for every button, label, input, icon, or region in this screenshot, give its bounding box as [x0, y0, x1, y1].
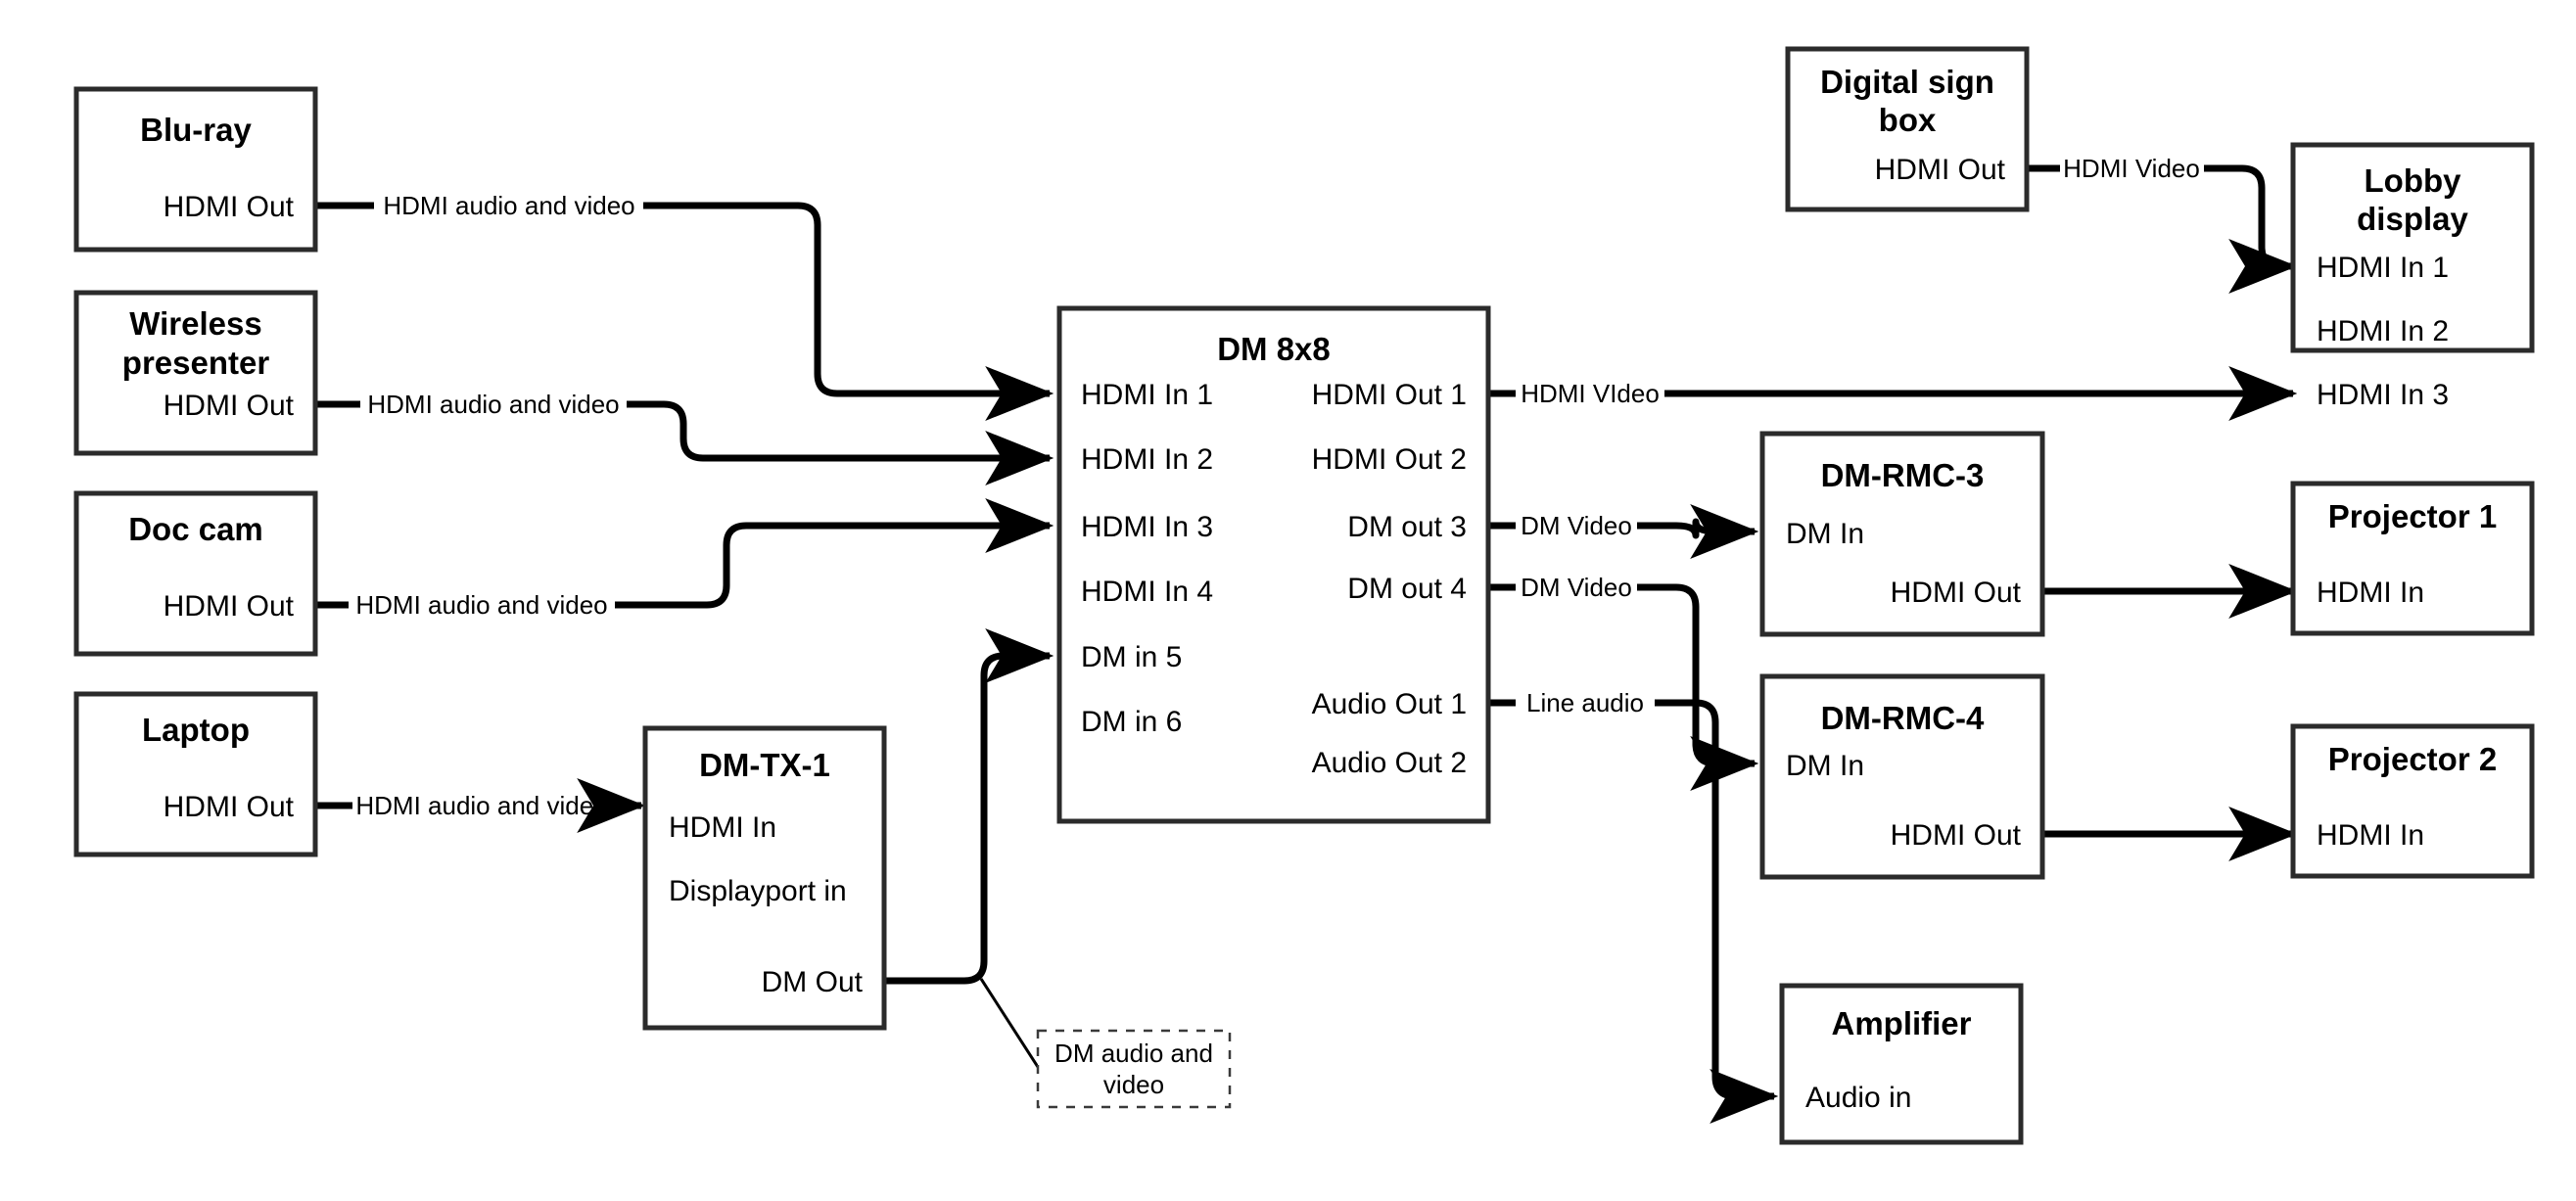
node-doc-cam-port-hdmi-out: HDMI Out [164, 590, 295, 623]
wire-doccam-to-hdmi-in-3 [315, 526, 1050, 609]
node-dm-8x8-input-hdmi-in-3: HDMI In 3 [1081, 511, 1213, 543]
edge-label-audioout1-to-amplifier: Line audio [1526, 688, 1644, 717]
node-laptop[interactable]: Laptop HDMI Out [73, 691, 318, 857]
note-dm-audio-and-video: DM audio and video [1036, 1029, 1232, 1109]
node-projector-2-port-hdmi-in: HDMI In [2317, 819, 2424, 852]
node-amplifier-title: Amplifier [1831, 1005, 1971, 1041]
node-dm-rmc-4-title: DM-RMC-4 [1821, 700, 1985, 736]
node-projector-1-port-hdmi-in: HDMI In [2317, 577, 2424, 609]
node-doc-cam-title: Doc cam [128, 511, 263, 547]
node-wireless-presenter-port-hdmi-out: HDMI Out [164, 390, 295, 422]
node-doc-cam-box [73, 490, 318, 657]
node-dm-tx-1-port-dm-out: DM Out [762, 966, 864, 998]
node-projector-2-box [2290, 723, 2535, 879]
wire-wireless-to-hdmi-in-2 [315, 404, 1050, 458]
node-projector-1-title: Projector 1 [2328, 498, 2497, 534]
node-dm-8x8-title: DM 8x8 [1217, 331, 1331, 367]
node-projector-1[interactable]: Projector 1 HDMI In [2290, 481, 2535, 636]
leader-dm-callout [979, 978, 1040, 1068]
node-lobby-display-port-hdmi-in-1: HDMI In 1 [2317, 252, 2449, 284]
node-amplifier[interactable]: Amplifier Audio in [1779, 983, 2024, 1145]
node-dm-8x8-output-hdmi-out-1: HDMI Out 1 [1312, 379, 1467, 411]
node-lobby-display-box [2290, 142, 2535, 353]
edge-label-hdmiout1-to-lobby: HDMI VIdeo [1521, 379, 1660, 408]
edge-label-wireless-to-hdmi-in-2: HDMI audio and video [367, 390, 619, 419]
node-dm-tx-1-box [642, 725, 887, 1031]
node-dm-8x8-output-audio-out-1: Audio Out 1 [1312, 688, 1467, 720]
node-dm-8x8[interactable]: DM 8x8 HDMI In 1 HDMI In 2 HDMI In 3 HDM… [1056, 305, 1491, 824]
node-dm-8x8-input-hdmi-in-1: HDMI In 1 [1081, 379, 1213, 411]
node-digital-sign-box-title-line2: box [1879, 102, 1937, 138]
node-wireless-presenter-title-line2: presenter [122, 345, 270, 381]
node-wireless-presenter-title-line1: Wireless [129, 305, 261, 342]
node-dm-8x8-input-hdmi-in-2: HDMI In 2 [1081, 443, 1213, 476]
node-digital-sign-box[interactable]: Digital sign box HDMI Out [1785, 46, 2030, 212]
note-dm-audio-and-video-line2: video [1103, 1070, 1164, 1099]
node-wireless-presenter[interactable]: Wireless presenter HDMI Out [73, 290, 318, 456]
node-amplifier-port-audio-in: Audio in [1805, 1082, 1911, 1114]
node-wireless-presenter-box [73, 290, 318, 456]
node-dm-8x8-input-hdmi-in-4: HDMI In 4 [1081, 576, 1213, 608]
edge-label-laptop-to-dmtx1: HDMI audio and video [355, 791, 607, 820]
node-digital-sign-box-title-line1: Digital sign [1820, 64, 1994, 100]
node-lobby-display-title-line2: display [2357, 201, 2468, 237]
node-laptop-box [73, 691, 318, 857]
node-amplifier-box [1779, 983, 2024, 1145]
edge-label-bluray-to-hdmi-in-1: HDMI audio and video [383, 191, 634, 220]
node-lobby-display-port-hdmi-in-2: HDMI In 2 [2317, 315, 2449, 347]
node-bluray-box [73, 86, 318, 253]
node-dm-8x8-output-dm-out-3: DM out 3 [1347, 511, 1467, 543]
node-laptop-port-hdmi-out: HDMI Out [164, 791, 295, 823]
node-dm-8x8-output-dm-out-4: DM out 4 [1347, 573, 1467, 605]
node-laptop-title: Laptop [142, 712, 250, 748]
node-dm-tx-1-port-hdmi-in: HDMI In [669, 811, 776, 844]
node-dm-rmc-4-port-hdmi-out: HDMI Out [1891, 819, 2022, 852]
node-projector-2-title: Projector 2 [2328, 741, 2497, 777]
node-dm-rmc-3-port-dm-in: DM In [1786, 518, 1864, 550]
node-bluray-title: Blu-ray [140, 112, 252, 148]
node-dm-8x8-box [1056, 305, 1491, 824]
note-dm-audio-and-video-box [1036, 1029, 1232, 1109]
wire-bluray-to-hdmi-in-1 [315, 202, 1050, 393]
edge-label-sign-to-lobby: HDMI Video [2063, 154, 2200, 183]
node-lobby-display[interactable]: Lobby display HDMI In 1 HDMI In 2 HDMI I… [2290, 142, 2535, 411]
node-digital-sign-box-port-hdmi-out: HDMI Out [1875, 154, 2006, 186]
node-doc-cam[interactable]: Doc cam HDMI Out [73, 490, 318, 657]
node-dm-rmc-4-box [1759, 673, 2045, 880]
node-dm-rmc-4[interactable]: DM-RMC-4 DM In HDMI Out [1759, 673, 2045, 880]
wire-dmtx1-to-dm-in-5 [884, 628, 1054, 985]
node-dm-8x8-input-dm-in-5: DM in 5 [1081, 641, 1182, 673]
edge-label-dmout4-to-rmc4: DM Video [1521, 573, 1632, 602]
note-dm-audio-and-video-line1: DM audio and [1054, 1039, 1213, 1068]
node-dm-tx-1[interactable]: DM-TX-1 HDMI In Displayport in DM Out [642, 725, 887, 1031]
wire-sign-to-lobby-in-1 [2027, 164, 2293, 266]
node-dm-rmc-3-title: DM-RMC-3 [1821, 457, 1985, 493]
node-dm-tx-1-port-displayport-in: Displayport in [669, 875, 847, 907]
node-dm-8x8-output-audio-out-2: Audio Out 2 [1312, 747, 1467, 779]
node-lobby-display-port-hdmi-in-3: HDMI In 3 [2317, 379, 2449, 411]
node-dm-rmc-3-box [1759, 431, 2045, 637]
node-dm-rmc-3[interactable]: DM-RMC-3 DM In HDMI Out [1759, 431, 2045, 637]
edge-label-dmout3-to-rmc3: DM Video [1521, 511, 1632, 540]
node-dm-rmc-3-port-hdmi-out: HDMI Out [1891, 577, 2022, 609]
node-digital-sign-box-box [1785, 46, 2030, 212]
node-dm-rmc-4-port-dm-in: DM In [1786, 750, 1864, 782]
node-dm-8x8-output-hdmi-out-2: HDMI Out 2 [1312, 443, 1467, 476]
node-projector-1-box [2290, 481, 2535, 636]
node-dm-8x8-input-dm-in-6: DM in 6 [1081, 706, 1182, 738]
node-dm-tx-1-title: DM-TX-1 [699, 747, 830, 783]
node-bluray[interactable]: Blu-ray HDMI Out [73, 86, 318, 253]
node-projector-2[interactable]: Projector 2 HDMI In [2290, 723, 2535, 879]
node-bluray-port-hdmi-out: HDMI Out [164, 191, 295, 223]
node-lobby-display-title-line1: Lobby [2365, 162, 2462, 199]
edge-label-doccam-to-hdmi-in-3: HDMI audio and video [355, 590, 607, 620]
